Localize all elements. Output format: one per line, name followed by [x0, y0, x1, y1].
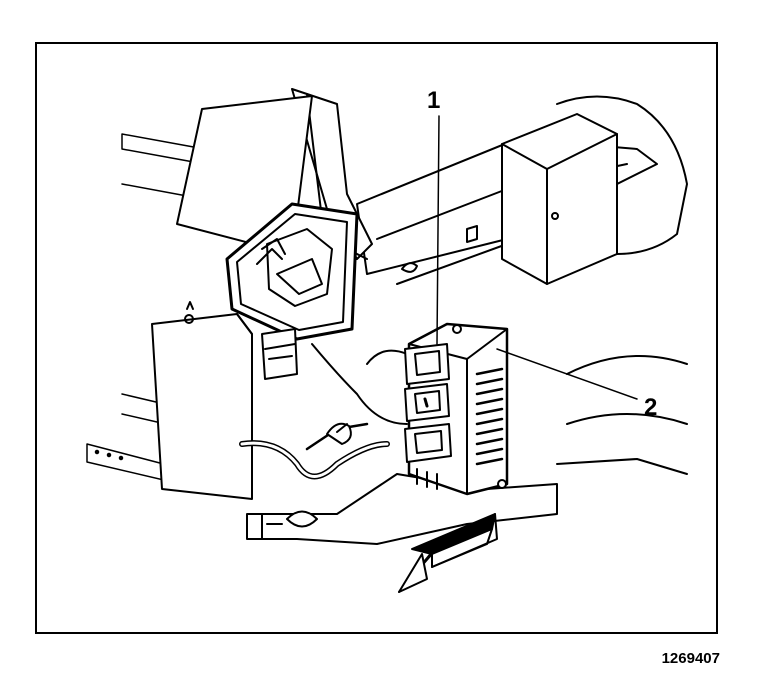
control-module — [404, 322, 509, 496]
panel-lower — [151, 301, 253, 500]
connector-lower — [404, 423, 452, 463]
front-direction-arrow — [398, 513, 498, 593]
bumper-block — [501, 95, 688, 285]
callout-1: 1 — [427, 87, 441, 114]
diagram-frame: 1 2 — [35, 42, 718, 634]
connector-upper — [404, 343, 450, 385]
callout-2: 2 — [644, 394, 658, 421]
access-housing — [225, 202, 359, 341]
engine-compartment-illustration — [86, 88, 688, 593]
connector-middle — [404, 383, 450, 422]
mounting-bracket — [261, 328, 298, 380]
heat-sink-fins — [475, 367, 504, 466]
figure-number: 1269407 — [661, 650, 720, 667]
leader-lines — [436, 115, 638, 400]
